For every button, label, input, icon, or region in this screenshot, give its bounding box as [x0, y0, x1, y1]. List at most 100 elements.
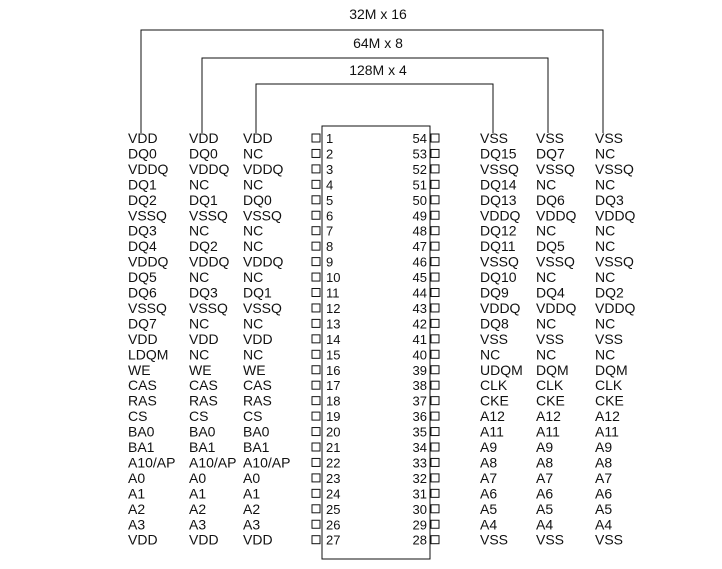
signal-right: DQ11 [480, 238, 516, 254]
pin-square-left [311, 179, 321, 189]
signal-left: VSSQ [189, 300, 228, 316]
pin-number-left: 22 [326, 455, 340, 470]
signal-left: BA0 [128, 424, 155, 440]
pin-number-right: 49 [413, 208, 427, 223]
signal-right: A11 [536, 424, 560, 440]
pin-number-left: 11 [326, 286, 340, 301]
pin-square-right [430, 488, 440, 498]
pin-square-left [311, 241, 321, 251]
signal-right: DQ9 [480, 285, 509, 301]
signal-right: CLK [480, 377, 508, 393]
pin-number-right: 54 [413, 131, 427, 146]
signal-right: A12 [595, 408, 620, 424]
pin-square-left [311, 210, 321, 220]
pin-square-left [311, 148, 321, 158]
signal-left: WE [189, 362, 212, 378]
pin-number-right: 42 [413, 316, 427, 331]
signal-left: VDD [189, 331, 219, 347]
pin-number-right: 35 [413, 425, 427, 440]
pin-number-right: 53 [413, 146, 427, 161]
signal-right: VSSQ [536, 254, 575, 270]
pin-square-left [311, 257, 321, 267]
signal-left: VSSQ [243, 300, 282, 316]
signal-right: A9 [595, 439, 612, 455]
signal-left: CAS [128, 377, 157, 393]
signal-left: A10/AP [243, 454, 290, 470]
pin-square-right [430, 195, 440, 205]
signal-left: BA1 [243, 439, 270, 455]
signal-right: A5 [536, 501, 553, 517]
pin-square-right [430, 241, 440, 251]
pin-square-left [311, 349, 321, 359]
signal-left: VDD [189, 130, 219, 146]
signal-left: CS [128, 408, 147, 424]
signal-left: VDDQ [243, 161, 284, 177]
signal-right: A7 [595, 470, 612, 486]
signal-left: NC [189, 315, 209, 331]
signal-left: NC [189, 346, 209, 362]
signal-right: A4 [536, 516, 553, 532]
pin-square-left [311, 457, 321, 467]
pin-number-left: 17 [326, 378, 340, 393]
pin-number-left: 8 [326, 239, 333, 254]
pin-square-right [430, 288, 440, 297]
signal-left: VDD [243, 532, 273, 548]
signal-left: NC [189, 223, 209, 239]
pin-square-left [311, 427, 321, 437]
pin-square-left [311, 365, 321, 375]
signal-right: DQ2 [595, 285, 624, 301]
pin-square-left [311, 396, 321, 406]
signal-right: A11 [480, 424, 504, 440]
signal-right: VSS [480, 331, 508, 347]
pin-number-left: 25 [326, 502, 340, 517]
pin-square-left [311, 334, 321, 344]
pin-square-left [311, 535, 321, 545]
pin-number-left: 27 [326, 533, 340, 548]
pin-square-right [430, 349, 440, 359]
signal-left: A1 [189, 485, 206, 501]
label-32m-x16: 32M x 16 [349, 6, 407, 22]
signal-left: CS [243, 408, 262, 424]
signal-right: VSSQ [595, 254, 634, 270]
signal-right: CLK [595, 377, 623, 393]
pin-square-right [430, 427, 440, 437]
signal-left: DQ3 [128, 223, 157, 239]
pin-square-left [311, 272, 321, 282]
signal-right: NC [536, 176, 556, 192]
pin-number-left: 9 [326, 255, 333, 270]
pin-number-right: 36 [413, 409, 427, 424]
label-128m-x4: 128M x 4 [349, 62, 407, 78]
signal-right: DQ14 [480, 176, 517, 192]
signal-right: DQ4 [536, 285, 565, 301]
pin-square-left [311, 318, 321, 328]
signal-right: CKE [536, 393, 565, 409]
signal-left: WE [243, 362, 266, 378]
signal-left: A0 [243, 470, 260, 486]
signal-right: A6 [480, 485, 497, 501]
signal-left: A2 [128, 501, 145, 517]
pin-number-right: 52 [413, 162, 427, 177]
signal-right: NC [595, 269, 615, 285]
pin-number-left: 15 [326, 347, 340, 362]
signal-right: A12 [480, 408, 505, 424]
signal-right: VDDQ [536, 207, 577, 223]
signal-left: NC [243, 346, 263, 362]
signal-left: A1 [243, 485, 260, 501]
signal-left: A3 [243, 516, 260, 532]
signal-left: VDDQ [243, 254, 284, 270]
signal-left: VDD [243, 331, 273, 347]
pin-square-right [430, 148, 440, 158]
signal-left: VDD [128, 130, 158, 146]
signal-left: VDD [189, 532, 219, 548]
signal-left: A10/AP [189, 454, 236, 470]
pin-square-right [430, 303, 440, 313]
pin-number-right: 47 [413, 239, 427, 254]
signal-right: DQM [536, 362, 569, 378]
pin-square-left [311, 411, 321, 421]
signal-right: DQ6 [536, 192, 565, 208]
pin-number-right: 48 [413, 224, 427, 239]
pin-number-right: 45 [413, 270, 427, 285]
signal-right: DQ15 [480, 145, 517, 161]
signal-right: VSS [536, 532, 564, 548]
